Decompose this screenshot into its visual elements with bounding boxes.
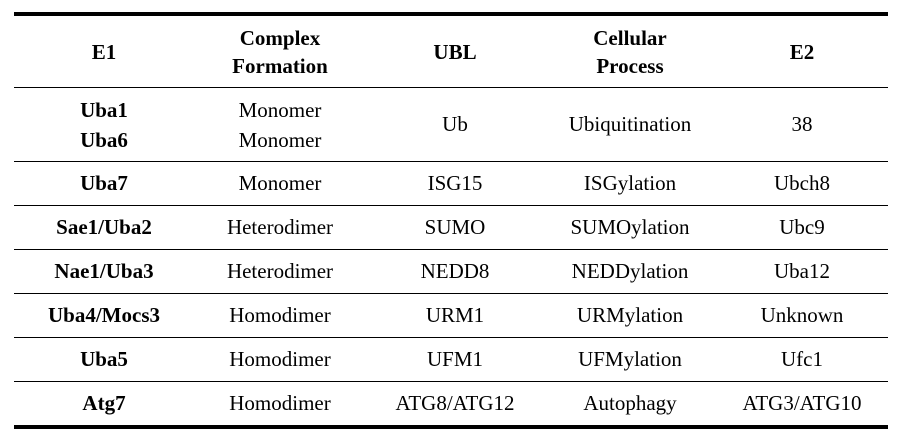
cell-e2: ATG3/ATG10 xyxy=(716,381,888,429)
cell-e1: Uba4/Mocs3 xyxy=(14,293,194,338)
cell-complex-formation-line1: Monomer xyxy=(238,97,322,122)
cell-cellular-process: URMylation xyxy=(544,293,716,338)
cell-e2: Ufc1 xyxy=(716,337,888,382)
cell-e2: Unknown xyxy=(716,293,888,338)
table-row: Uba4/Mocs3 Homodimer URM1 URMylation Unk… xyxy=(14,293,888,338)
cell-cellular-process: NEDDylation xyxy=(544,249,716,294)
cell-complex-formation: Monomer xyxy=(194,161,366,206)
e1-enzyme-table: E1 Complex Formation UBL Cellular Proces… xyxy=(14,12,888,429)
cell-ubl: ATG8/ATG12 xyxy=(366,381,544,429)
cell-e2: Ubc9 xyxy=(716,205,888,250)
column-header-complex-formation-line1: Complex xyxy=(239,25,321,50)
table-header: E1 Complex Formation UBL Cellular Proces… xyxy=(14,12,888,88)
column-header-ubl: UBL xyxy=(366,12,544,88)
cell-e1: Uba5 xyxy=(14,337,194,382)
cell-e1: Uba1 Uba6 xyxy=(14,87,194,162)
cell-complex-formation: Monomer Monomer xyxy=(194,87,366,162)
column-header-complex-formation-line2: Formation xyxy=(232,53,328,78)
cell-complex-formation: Heterodimer xyxy=(194,205,366,250)
cell-e1: Atg7 xyxy=(14,381,194,429)
cell-ubl: SUMO xyxy=(366,205,544,250)
table-row: Atg7 Homodimer ATG8/ATG12 Autophagy ATG3… xyxy=(14,381,888,429)
cell-cellular-process: SUMOylation xyxy=(544,205,716,250)
header-row: E1 Complex Formation UBL Cellular Proces… xyxy=(14,12,888,88)
cell-e1: Nae1/Uba3 xyxy=(14,249,194,294)
table-row: Sae1/Uba2 Heterodimer SUMO SUMOylation U… xyxy=(14,205,888,250)
cell-e2: Uba12 xyxy=(716,249,888,294)
cell-e2: Ubch8 xyxy=(716,161,888,206)
cell-ubl: NEDD8 xyxy=(366,249,544,294)
column-header-ubl-line1: UBL xyxy=(433,39,477,64)
cell-e1: Uba7 xyxy=(14,161,194,206)
table-row: Uba5 Homodimer UFM1 UFMylation Ufc1 xyxy=(14,337,888,382)
table-row: Uba1 Uba6 Monomer Monomer Ub Ubiquitinat… xyxy=(14,87,888,162)
column-header-complex-formation: Complex Formation xyxy=(194,12,366,88)
cell-ubl: Ub xyxy=(366,87,544,162)
column-header-cellular-process-line1: Cellular xyxy=(593,25,667,50)
cell-e1-line2: Uba6 xyxy=(80,127,128,152)
cell-complex-formation-line2: Monomer xyxy=(238,127,322,152)
cell-ubl: ISG15 xyxy=(366,161,544,206)
cell-complex-formation: Homodimer xyxy=(194,293,366,338)
cell-e1-line1: Uba1 xyxy=(80,97,128,122)
cell-cellular-process: Autophagy xyxy=(544,381,716,429)
cell-cellular-process: Ubiquitination xyxy=(544,87,716,162)
column-header-e2-line1: E2 xyxy=(789,39,815,64)
cell-e1: Sae1/Uba2 xyxy=(14,205,194,250)
table-row: Nae1/Uba3 Heterodimer NEDD8 NEDDylation … xyxy=(14,249,888,294)
cell-cellular-process: ISGylation xyxy=(544,161,716,206)
cell-ubl: URM1 xyxy=(366,293,544,338)
table-body: Uba1 Uba6 Monomer Monomer Ub Ubiquitinat… xyxy=(14,87,888,429)
cell-complex-formation: Heterodimer xyxy=(194,249,366,294)
column-header-e1: E1 xyxy=(14,12,194,88)
cell-complex-formation: Homodimer xyxy=(194,381,366,429)
cell-ubl: UFM1 xyxy=(366,337,544,382)
column-header-e1-line1: E1 xyxy=(91,39,117,64)
cell-e2: 38 xyxy=(716,87,888,162)
cell-complex-formation: Homodimer xyxy=(194,337,366,382)
column-header-cellular-process: Cellular Process xyxy=(544,12,716,88)
column-header-cellular-process-line2: Process xyxy=(596,53,664,78)
table-row: Uba7 Monomer ISG15 ISGylation Ubch8 xyxy=(14,161,888,206)
cell-cellular-process: UFMylation xyxy=(544,337,716,382)
column-header-e2: E2 xyxy=(716,12,888,88)
table-container: E1 Complex Formation UBL Cellular Proces… xyxy=(14,12,888,429)
